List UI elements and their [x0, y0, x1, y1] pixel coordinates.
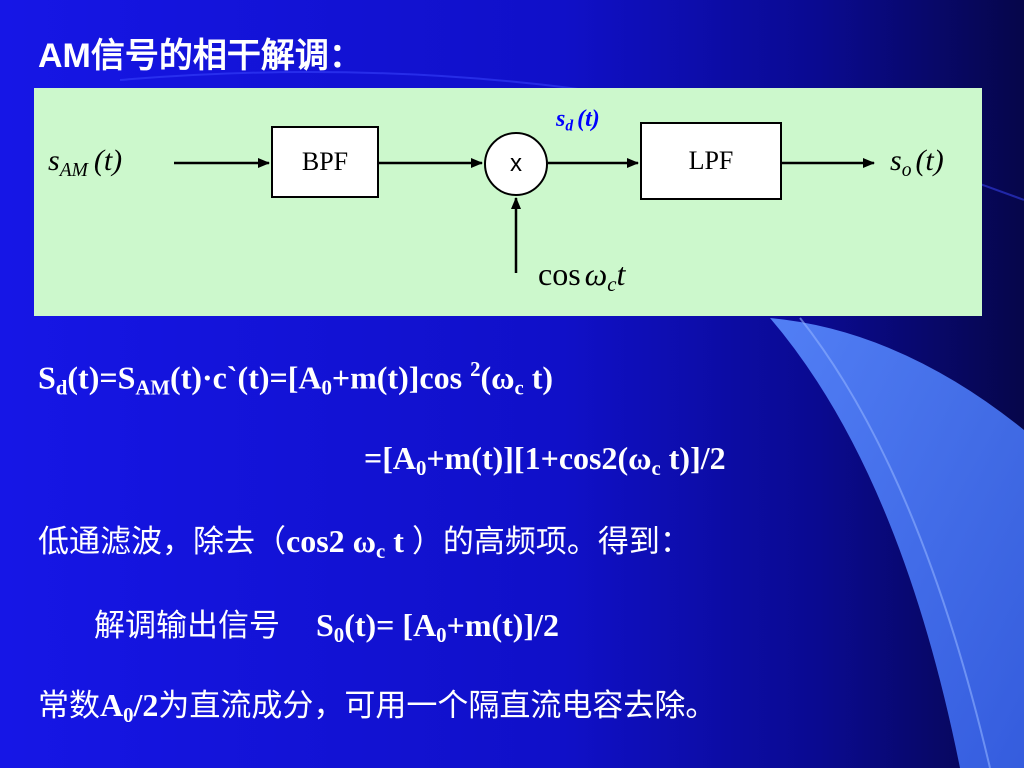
lpf-label: LPF: [688, 146, 734, 175]
demod-signal-label: sd(t): [556, 106, 600, 135]
input-signal-label: sAM(t): [48, 144, 123, 181]
multiplier-symbol: x: [510, 150, 522, 177]
lpf-block: LPF: [640, 122, 782, 200]
text-line-filter: 低通滤波，除去（cos2 ωc t ）的高频项。得到：: [38, 523, 691, 564]
multiplier-node: x: [484, 132, 548, 196]
diagram-connectors: [174, 158, 875, 273]
slide-title: AM信号的相干解调：: [38, 37, 363, 75]
text-line-dc: 常数A0/2为直流成分，可用一个隔直流电容去除。: [38, 687, 717, 728]
equation-line-2: =[A0+m(t)][1+cos2(ωc t)]/2: [364, 440, 726, 481]
output-signal-label: so(t): [890, 144, 944, 181]
bpf-block: BPF: [271, 126, 379, 198]
bpf-label: BPF: [301, 147, 349, 176]
equation-line-1: Sd(t)=SAM(t)·c`(t)=[A0+m(t)]cos 2(ωc t): [38, 358, 554, 400]
